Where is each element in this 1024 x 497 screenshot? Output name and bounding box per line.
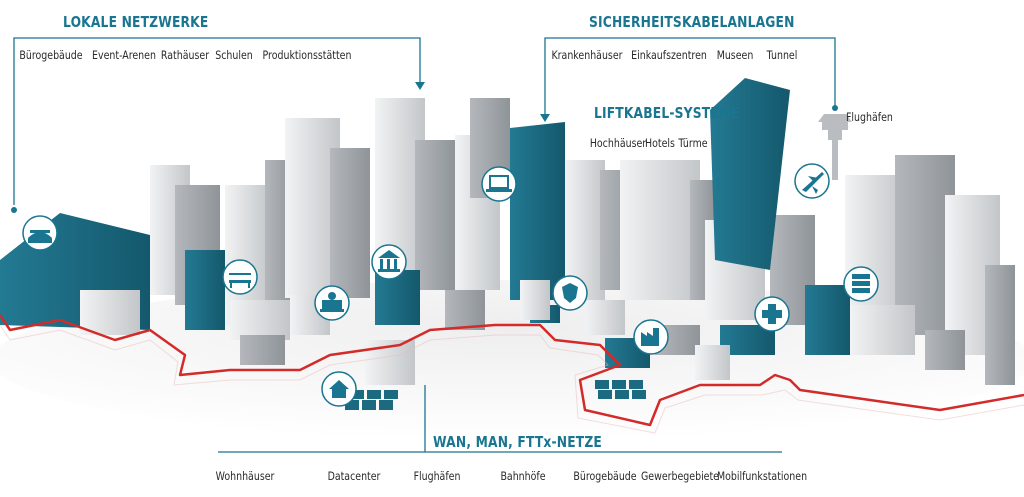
heading-wan-man-fttx: WAN, MAN, FTTx-NETZE [433, 433, 602, 451]
house-icon [321, 371, 357, 407]
label-tuerme: Türme [678, 136, 708, 150]
label-produktionsstaetten: Produktionsstätten [262, 48, 352, 62]
label-event-arenen: Event-Arenen [92, 48, 156, 62]
label-wohnhaeuser: Wohnhäuser [215, 469, 275, 483]
label-einkaufszentren: Einkaufszentren [631, 48, 707, 62]
stadium-icon [22, 215, 58, 251]
red-cable [0, 314, 1024, 427]
label-buerogebaeude-bottom: Bürogebäude [573, 469, 637, 483]
label-hochhaeuser: Hochhäuser [589, 136, 647, 150]
police-badge-icon [552, 275, 588, 311]
factory-icon [633, 319, 669, 355]
hospital-cross-icon [754, 296, 790, 332]
city-hall-icon [371, 244, 407, 280]
laptop-icon [481, 166, 517, 202]
label-buerogebaeude: Bürogebäude [19, 48, 83, 62]
townhall-icon [314, 285, 350, 321]
label-rathaeuser: Rathäuser [160, 48, 210, 62]
label-datacenter: Datacenter [327, 469, 381, 483]
label-tunnel: Tunnel [766, 48, 798, 62]
connector-caps [11, 82, 838, 213]
label-hotels: Hotels [645, 136, 675, 150]
bench-icon [222, 259, 258, 295]
heading-liftkabel-systeme: LIFTKABEL-SYSTEME [594, 104, 740, 122]
label-krankenhaeuser: Krankenhäuser [551, 48, 623, 62]
airport-tower-icon [818, 114, 852, 180]
connector-lines [13, 37, 836, 453]
label-gewerbegebiete: Gewerbegebiete [641, 469, 719, 483]
label-flughaefen-bottom: Flughäfen [413, 469, 461, 483]
heading-sicherheitskabelanlagen: SICHERHEITSKABELANLAGEN [589, 13, 795, 31]
label-mobilfunkstationen: Mobilfunkstationen [716, 469, 808, 483]
label-flughaefen-top: Flughäfen [846, 110, 893, 124]
heading-lokale-netzwerke: LOKALE NETZWERKE [63, 13, 209, 31]
label-schulen: Schulen [215, 48, 253, 62]
label-museen: Museen [716, 48, 754, 62]
label-bahnhoefe: Bahnhöfe [500, 469, 546, 483]
rooftop-tiles [345, 380, 646, 410]
airplane-icon [794, 163, 830, 199]
server-icon [843, 266, 879, 302]
